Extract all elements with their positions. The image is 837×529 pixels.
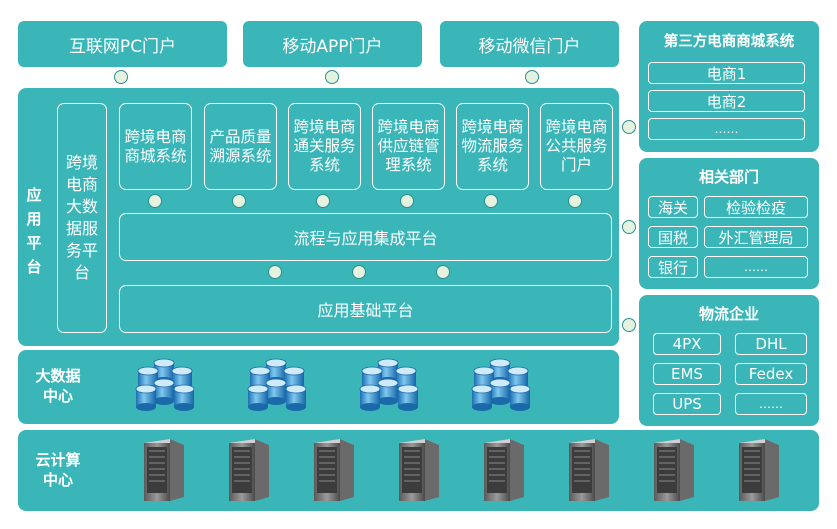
- system-box: 跨境电商物流服务系统: [456, 103, 529, 190]
- database-icon: [132, 357, 198, 413]
- bigdata-center-label: 大数据中心: [35, 367, 81, 405]
- portal-pc: 互联网PC门户: [18, 21, 227, 67]
- connector: [525, 70, 539, 84]
- server-icon: [228, 438, 270, 502]
- connector: [232, 194, 246, 208]
- logistics-item: ……: [735, 393, 807, 415]
- logistics-panel: 物流企业 4PX DHL EMS Fedex UPS ……: [639, 295, 819, 426]
- connector: [325, 70, 339, 84]
- bigdata-service-label: 跨境电商大数据服务平台: [65, 153, 98, 282]
- server-icon: [568, 438, 610, 502]
- ecommerce-item: ……: [648, 118, 805, 140]
- cloud-center-label: 云计算中心: [35, 451, 81, 489]
- ecommerce-title: 第三方电商商城系统: [663, 34, 795, 50]
- connector: [148, 194, 162, 208]
- portal-pc-label: 互联网PC门户: [68, 36, 177, 57]
- department-item: 国税: [648, 226, 698, 248]
- portal-wechat: 移动微信门户: [440, 21, 619, 67]
- server-icon: [653, 438, 695, 502]
- base-platform: 应用基础平台: [119, 285, 612, 333]
- portal-wechat-label: 移动微信门户: [478, 36, 581, 57]
- connector: [622, 318, 636, 332]
- logistics-item: 4PX: [653, 333, 721, 355]
- connector: [352, 265, 366, 279]
- connector: [316, 194, 330, 208]
- department-item: 银行: [648, 256, 698, 278]
- portal-app-label: 移动APP门户: [282, 36, 383, 57]
- connector: [622, 120, 636, 134]
- server-icon: [483, 438, 525, 502]
- connector: [622, 220, 636, 234]
- department-item: 海关: [648, 196, 698, 218]
- connector: [400, 194, 414, 208]
- database-icon: [468, 357, 534, 413]
- connector: [484, 194, 498, 208]
- ecommerce-item: 电商2: [648, 90, 805, 112]
- ecommerce-panel: 第三方电商商城系统 电商1 电商2 ……: [639, 21, 819, 152]
- server-icon: [738, 438, 780, 502]
- app-platform: 应用平台: [18, 88, 619, 346]
- system-box: 跨境电商商城系统: [119, 103, 192, 190]
- system-box: 跨境电商公共服务门户: [540, 103, 613, 190]
- logistics-item: EMS: [653, 363, 721, 385]
- connector: [114, 70, 128, 84]
- system-box: 跨境电商通关服务系统: [288, 103, 361, 190]
- logistics-item: DHL: [735, 333, 807, 355]
- department-item: 外汇管理局: [704, 226, 808, 248]
- logistics-item: UPS: [653, 393, 721, 415]
- bigdata-service-platform: 跨境电商大数据服务平台: [57, 103, 107, 333]
- server-icon: [143, 438, 185, 502]
- server-icon: [313, 438, 355, 502]
- server-icon: [398, 438, 440, 502]
- logistics-item: Fedex: [735, 363, 807, 385]
- departments-title: 相关部门: [698, 168, 759, 186]
- connector: [436, 265, 450, 279]
- department-item: ……: [704, 256, 808, 278]
- ecommerce-item: 电商1: [648, 62, 805, 84]
- department-item: 检验检疫: [704, 196, 808, 218]
- logistics-title: 物流企业: [698, 305, 759, 323]
- database-icon: [356, 357, 422, 413]
- connector: [568, 194, 582, 208]
- app-platform-label: 应用平台: [26, 186, 42, 276]
- departments-panel: 相关部门 海关 检验检疫 国税 外汇管理局 银行 ……: [639, 158, 819, 289]
- portal-app: 移动APP门户: [243, 21, 422, 67]
- system-box: 产品质量溯源系统: [204, 103, 277, 190]
- integration-platform: 流程与应用集成平台: [119, 213, 612, 261]
- connector: [268, 265, 282, 279]
- system-box: 跨境电商供应链管理系统: [372, 103, 445, 190]
- database-icon: [244, 357, 310, 413]
